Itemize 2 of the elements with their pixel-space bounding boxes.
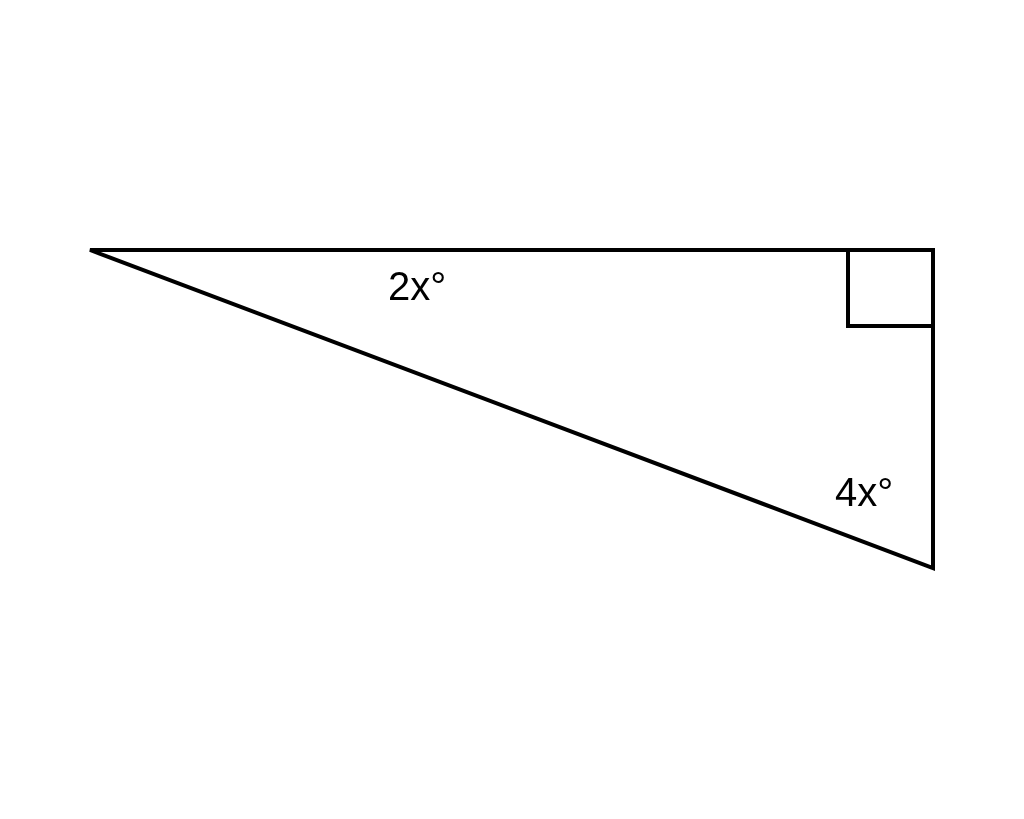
angle-label: 2x° bbox=[388, 264, 447, 308]
angle-label: 4x° bbox=[835, 470, 894, 514]
